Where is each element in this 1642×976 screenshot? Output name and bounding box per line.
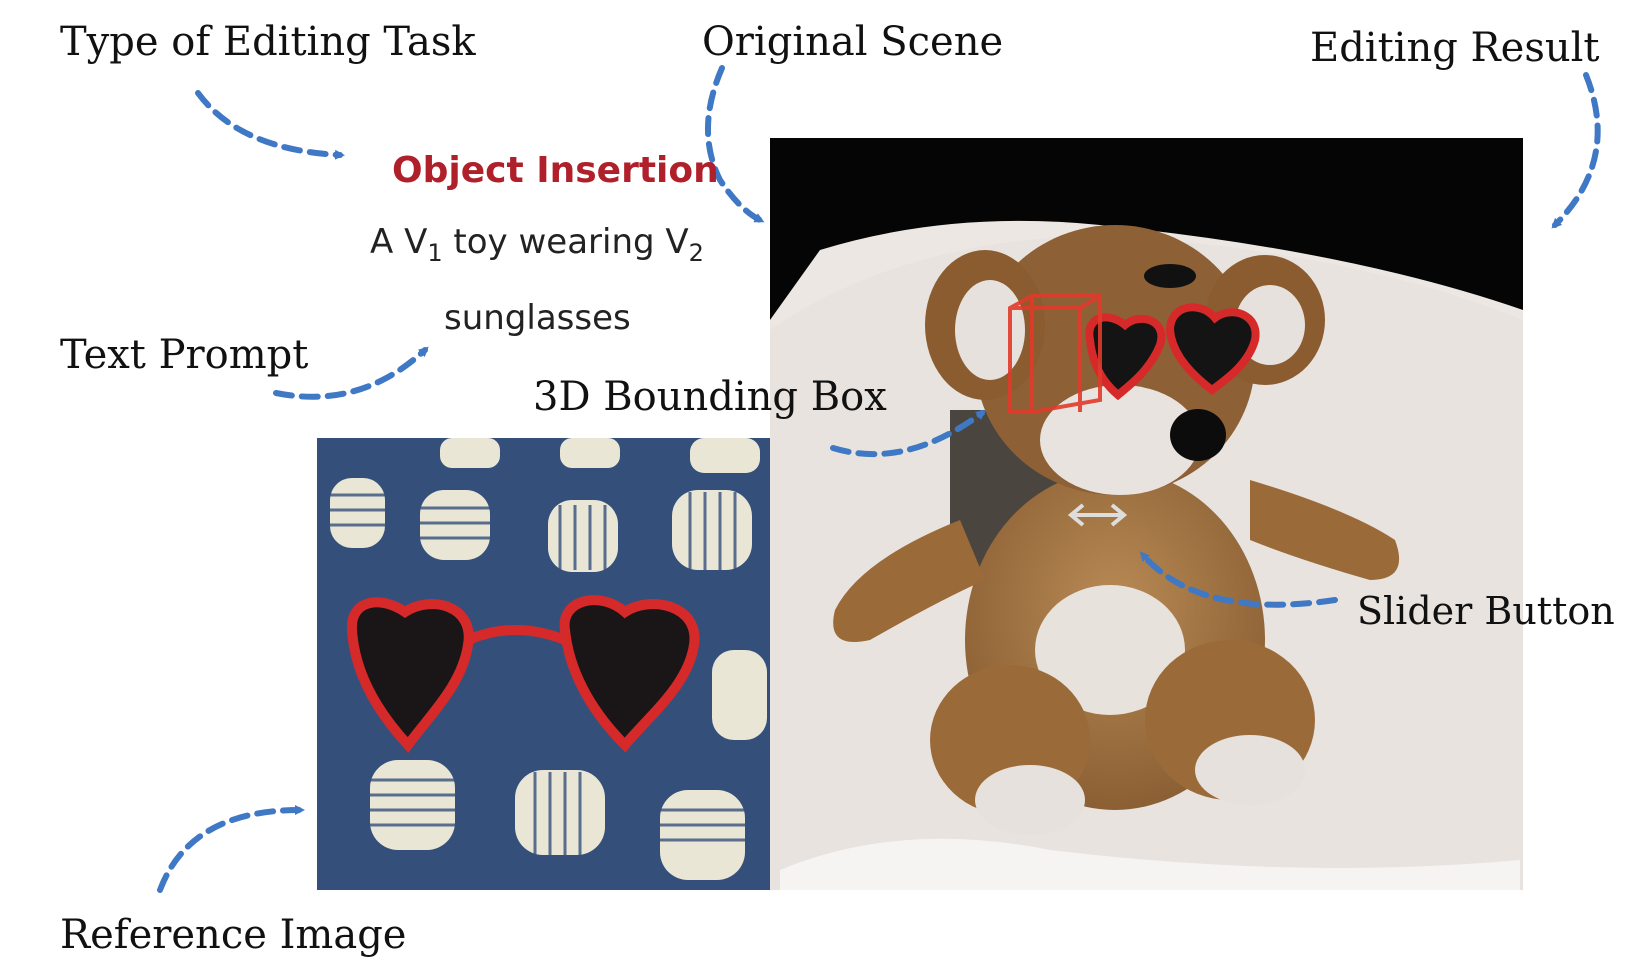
scene-image: [770, 138, 1523, 890]
original-scene-label: Original Scene: [702, 19, 1004, 65]
reference-image-label: Reference Image: [60, 912, 407, 958]
annotation-arrows: [157, 65, 1601, 893]
arrow-editing-result: [1551, 72, 1601, 229]
prompt-sub-1: 1: [427, 239, 443, 267]
arrow-original-scene: [705, 65, 765, 223]
arrow-reference-image: [157, 805, 305, 893]
task-type-title: Object Insertion: [392, 150, 719, 191]
text-prompt-label: Text Prompt: [60, 332, 309, 378]
text-prompt-line-2: sunglasses: [444, 298, 631, 338]
arrow-text-prompt: [273, 346, 429, 400]
slider-arrows-icon[interactable]: [1067, 503, 1128, 527]
type-of-editing-task-label: Type of Editing Task: [60, 19, 476, 65]
editing-result-label: Editing Result: [1310, 25, 1600, 71]
3d-bounding-box[interactable]: [1008, 294, 1102, 414]
arrow-editing-task: [195, 90, 345, 160]
bounding-box-label: 3D Bounding Box: [533, 374, 887, 420]
reference-image: [317, 438, 770, 890]
text-prompt-line-1: A V1 toy wearing V2: [370, 222, 704, 267]
prompt-text-b: toy wearing V: [442, 222, 689, 262]
teddy-bear: [833, 225, 1400, 835]
arrow-slider-button: [1139, 551, 1338, 608]
prompt-text-a: A V: [370, 222, 428, 262]
arrow-bounding-box: [830, 410, 987, 458]
prompt-sub-2: 2: [688, 239, 704, 267]
heart-sunglasses: [346, 595, 700, 753]
slider-button-label: Slider Button: [1357, 589, 1615, 633]
